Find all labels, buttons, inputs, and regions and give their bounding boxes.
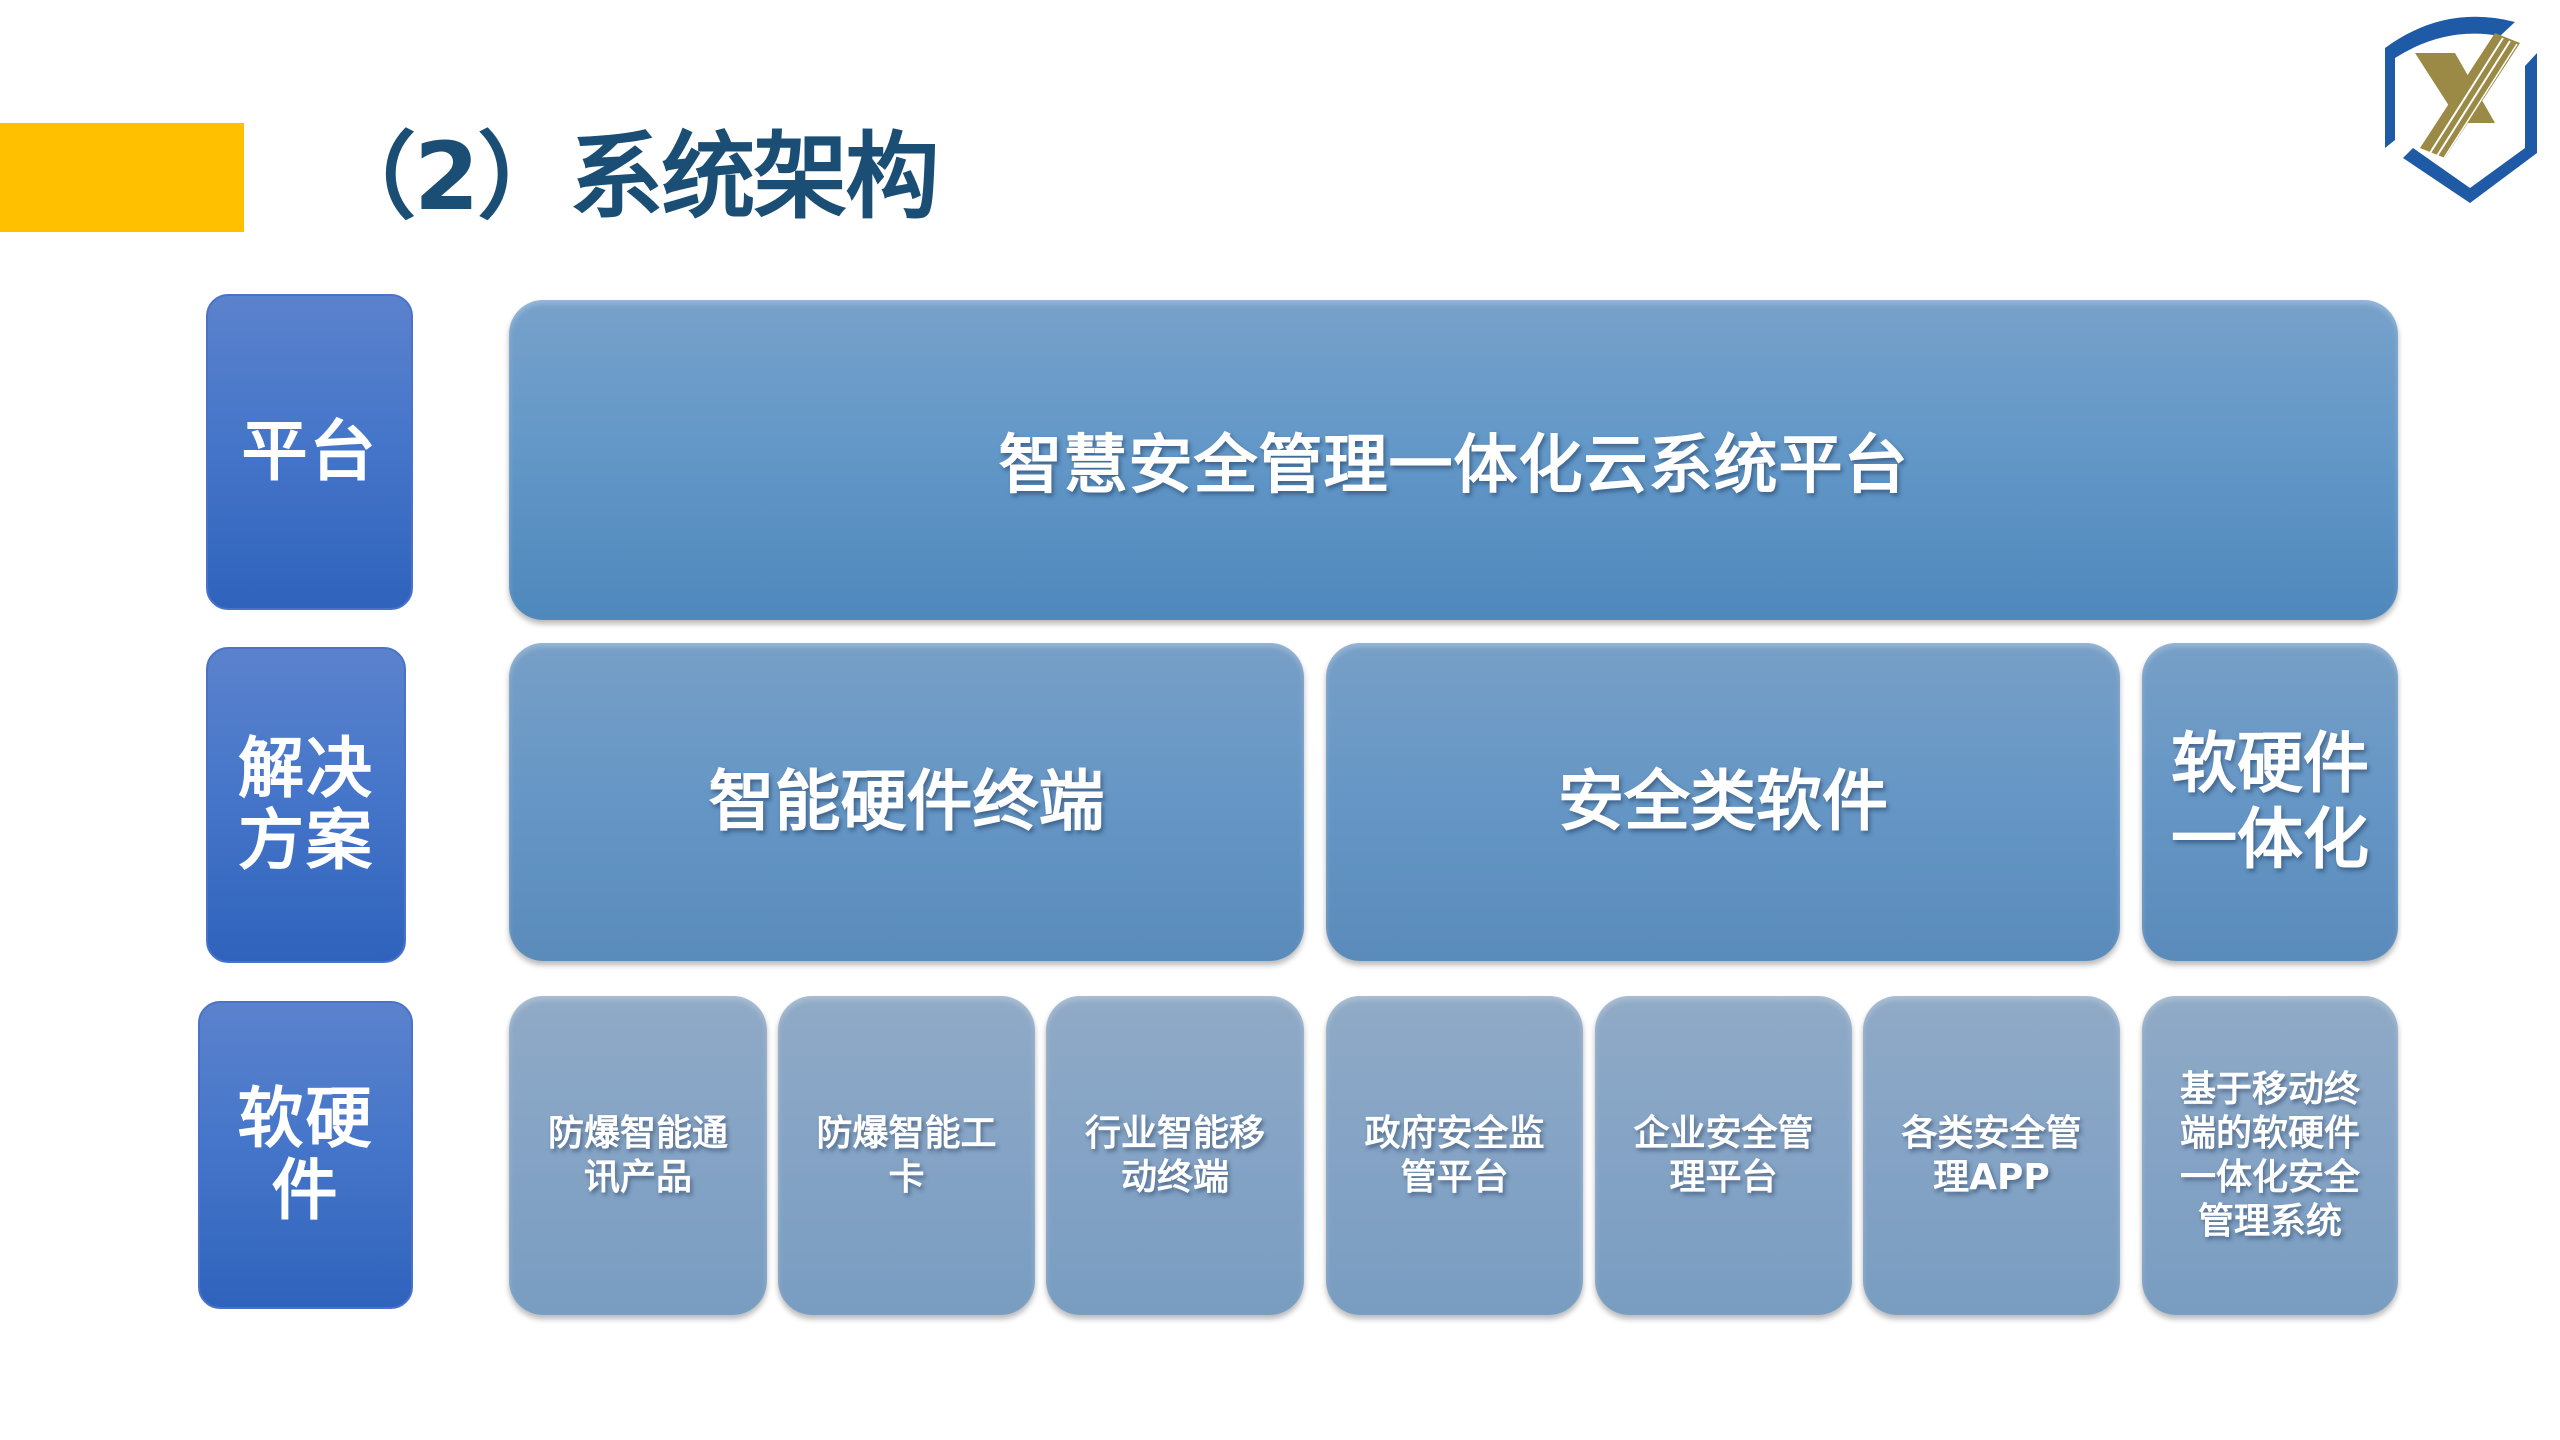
- solution-smart-hardware: 智能硬件终端: [509, 643, 1304, 961]
- product-label: 行业智能移 动终端: [1084, 1112, 1265, 1198]
- platform-label: 智慧安全管理一体化云系统平台: [998, 429, 1909, 503]
- product-industry-mobile-terminal: 行业智能移 动终端: [1046, 996, 1304, 1315]
- solution-integrated: 软硬件 一体化: [2142, 643, 2398, 961]
- solution-safety-software: 安全类软件: [1326, 643, 2120, 961]
- row-label-hardware-software: 软硬 件: [198, 1001, 413, 1309]
- accent-bar: [0, 123, 244, 232]
- row-label-platform: 平台: [206, 294, 413, 610]
- product-safety-apps: 各类安全管 理APP: [1863, 996, 2120, 1315]
- page-title: （2）系统架构: [322, 123, 939, 232]
- product-enterprise-platform: 企业安全管 理平台: [1595, 996, 1852, 1315]
- product-label: 政府安全监 管平台: [1364, 1112, 1545, 1198]
- solution-label: 安全类软件: [1558, 763, 1888, 840]
- product-label: 各类安全管 理APP: [1901, 1112, 2082, 1198]
- shield-x-logo-icon: [2385, 16, 2537, 203]
- solution-label: 智能硬件终端: [708, 763, 1105, 840]
- product-government-platform: 政府安全监 管平台: [1326, 996, 1583, 1315]
- product-label: 企业安全管 理平台: [1633, 1112, 1814, 1198]
- company-logo: [2375, 8, 2555, 213]
- product-label: 防爆智能通 讯产品: [547, 1112, 728, 1198]
- product-label: 防爆智能工 卡: [816, 1112, 997, 1198]
- row-label-solution: 解决 方案: [206, 647, 406, 963]
- product-label: 基于移动终 端的软硬件 一体化安全 管理系统: [2179, 1068, 2360, 1242]
- product-integrated-system: 基于移动终 端的软硬件 一体化安全 管理系统: [2142, 996, 2398, 1315]
- platform-box: 智慧安全管理一体化云系统平台: [509, 300, 2398, 620]
- product-explosion-proof-comm: 防爆智能通 讯产品: [509, 996, 767, 1315]
- product-explosion-proof-card: 防爆智能工 卡: [778, 996, 1035, 1315]
- solution-label: 软硬件 一体化: [2171, 725, 2369, 878]
